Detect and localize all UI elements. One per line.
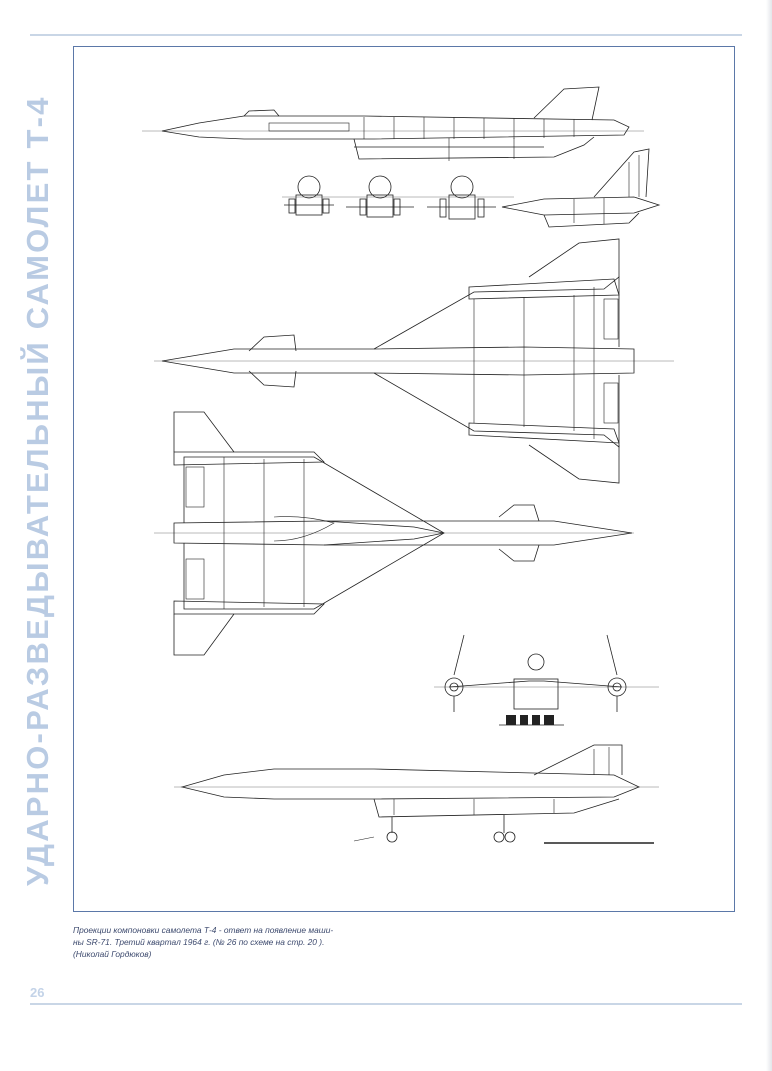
bottom-rule [30,1003,742,1005]
caption-line: Проекции компоновки самолета Т-4 - ответ… [73,925,334,935]
plan-view-top [154,238,674,484]
side-view-small [501,148,661,228]
caption-line: (Николай Гордюков) [73,949,152,959]
caption-line: ны SR-71. Третий квартал 1964 г. (№ 26 п… [73,937,325,947]
front-view [434,634,659,726]
page-number: 26 [30,985,45,1000]
page-edge-shadow [766,0,772,1071]
drawing-frame [73,46,735,912]
figure-caption: Проекции компоновки самолета Т-4 - ответ… [73,924,493,960]
side-view-top [142,86,644,161]
aircraft-drawing [142,86,674,844]
top-rule [30,34,742,36]
side-view-bottom [174,744,659,844]
vertical-page-title: УДАРНО-РАЗВЕДЫВАТЕЛЬНЫЙ САМОЛЕТ Т-4 [20,95,55,886]
front-views-row [282,175,514,220]
plan-view-bottom [154,411,634,656]
